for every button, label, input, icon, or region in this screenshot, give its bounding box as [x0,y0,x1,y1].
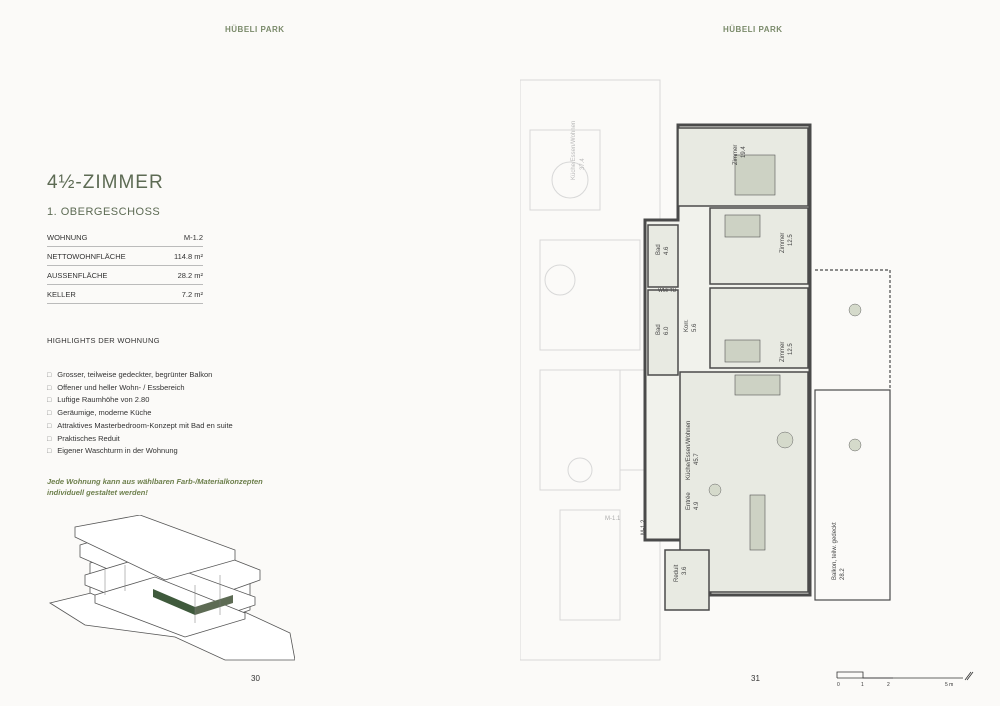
highlight-item: Attraktives Masterbedroom-Konzept mit Ba… [47,420,233,433]
scale-label: 0 [837,682,840,688]
room-area: 5.6 [692,323,698,332]
bed-3 [724,339,761,363]
wm-label: WM/ TU [658,288,677,294]
room-label: Reduit [674,564,680,582]
highlights-list: Grosser, teilweise gedeckter, begrünter … [47,369,233,458]
room-label: Korr. [684,319,690,332]
room-area: 12.5 [788,343,794,355]
room-area: 45.7 [694,453,700,465]
scale-label: 5 m [945,682,953,688]
unit-label: M-1.2 [641,519,647,535]
page-number-right: 31 [751,674,760,683]
apartment-title: 4½-ZIMMER [47,172,164,193]
fact-value: 28.2 m² [160,265,203,285]
unit-label-neighbor: M-1.1 [605,516,621,522]
balcony-plant-icon [848,303,862,317]
room-label: Küche/Essen/Wohnen [686,421,692,480]
room-bath-1 [647,224,679,288]
room-area: 28.2 [840,568,846,580]
room-area: 6.0 [664,326,670,335]
highlight-item: Offener und heller Wohn- / Essbereich [47,382,233,395]
right-page: HÜBELI PARK Küche/Essen/Wohnen 37.4 [500,0,1000,706]
dining-table [749,494,766,551]
plant-icon [776,431,794,449]
balcony [814,269,891,601]
left-page: HÜBELI PARK 4½-ZIMMER 1. OBERGESCHOSS WO… [0,0,500,706]
floor-subtitle: 1. OBERGESCHOSS [47,206,161,218]
room-area: 3.6 [682,566,688,575]
scale-bar: 0 1 2 5 m [836,671,974,688]
fact-value: M-1.2 [160,228,203,247]
room-area: 4.9 [694,501,700,510]
room-area: 19.4 [741,146,747,158]
header-right: HÜBELI PARK [723,25,783,34]
balcony-chair-icon [848,438,862,452]
neighbor-room-label: Küche/Essen/Wohnen [571,121,577,180]
page-number-left: 30 [251,674,260,683]
neighbor-room-area: 37.4 [580,158,586,170]
fact-label: AUSSENFLÄCHE [47,265,161,285]
fact-value: 7.2 m² [160,284,203,304]
floor-plan: Küche/Essen/Wohnen 37.4 [520,79,891,661]
plant-icon [708,483,722,497]
scale-label: 1 [861,682,864,688]
north-arrow-icon [964,671,974,681]
fact-label: NETTOWOHNFLÄCHE [47,246,161,266]
room-label: Zimmer [733,145,739,165]
room-area: 4.6 [664,246,670,255]
fact-value: 114.8 m² [160,246,203,266]
highlight-item: Geräumige, moderne Küche [47,407,233,420]
highlights-title: HIGHLIGHTS DER WOHNUNG [47,336,160,345]
room-label: Balkon, teilw. gedeckt [832,522,838,580]
bed-master [734,154,776,196]
scale-label: 2 [887,682,890,688]
room-bath-2 [647,289,679,376]
room-label: Zimmer [780,233,786,253]
neighbor-plan [520,79,666,661]
fact-label: WOHNUNG [47,228,161,247]
highlight-item: Grosser, teilweise gedeckter, begrünter … [47,369,233,382]
header-left: HÜBELI PARK [225,25,285,34]
highlighted-unit [153,589,195,615]
room-label: Entrée [686,492,692,510]
highlight-item: Luftige Raumhöhe von 2.80 [47,394,233,407]
room-area: 12.5 [788,234,794,246]
room-reduit [664,549,710,611]
highlight-item: Praktisches Reduit [47,433,233,446]
building-isometric-image [48,515,295,661]
customization-note: Jede Wohnung kann aus wählbaren Farb-/Ma… [47,477,263,497]
highlight-item: Eigener Waschturm in der Wohnung [47,445,233,458]
bed-2 [724,214,761,238]
room-label: Bad [656,324,662,335]
fact-label: KELLER [47,284,161,304]
room-label: Zimmer [780,342,786,362]
room-label: Bad [656,244,662,255]
sofa [734,374,781,396]
